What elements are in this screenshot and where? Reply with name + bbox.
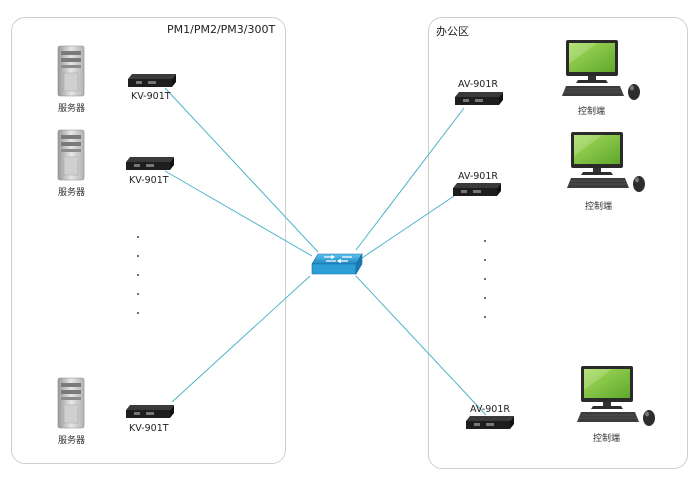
link-tx2-switch: [164, 170, 313, 257]
ellipsis-dot: [484, 316, 486, 318]
ellipsis-dot: [137, 255, 139, 257]
ellipsis-dot: [137, 274, 139, 276]
ellipsis-dot: [137, 293, 139, 295]
receiver-label: AV-901R: [458, 171, 498, 182]
transmitter-label: KV-901T: [131, 91, 171, 102]
ellipsis-dot: [484, 240, 486, 242]
link-tx3-switch: [171, 275, 311, 403]
workstation-icon: [567, 132, 645, 192]
link-tx1-switch: [164, 87, 319, 253]
kvm-extender-icon: [128, 74, 176, 87]
link-switch-rx2: [361, 195, 455, 259]
right-zone-title: 办公区: [436, 25, 469, 38]
left-zone-title: PM1/PM2/PM3/300T: [167, 23, 276, 36]
server-label: 服务器: [58, 104, 86, 114]
workstation-icon: [577, 366, 655, 426]
receiver-label: AV-901R: [470, 404, 510, 415]
ellipsis-dot: [137, 236, 139, 238]
kvm-extender-icon: [455, 92, 503, 105]
kvm-extender-icon: [466, 416, 514, 429]
ellipsis-dot: [484, 278, 486, 280]
link-switch-rx1: [355, 107, 465, 251]
kvm-extender-icon: [126, 157, 174, 170]
ellipsis-dot: [137, 312, 139, 314]
receiver-label: AV-901R: [458, 79, 498, 90]
link-switch-rx3: [355, 275, 487, 416]
server-tower-icon: [57, 129, 85, 181]
ellipsis-dot: [484, 259, 486, 261]
kvm-extender-icon: [126, 405, 174, 418]
console-label: 控制端: [578, 107, 606, 117]
network-switch-icon: [311, 252, 363, 276]
left-zone: [11, 17, 286, 464]
ellipsis-dot: [484, 297, 486, 299]
transmitter-label: KV-901T: [129, 175, 169, 186]
link-lines: [164, 87, 487, 416]
server-label: 服务器: [58, 188, 86, 198]
server-label: 服务器: [58, 436, 86, 446]
server-tower-icon: [57, 377, 85, 429]
server-tower-icon: [57, 45, 85, 97]
transmitter-label: KV-901T: [129, 423, 169, 434]
console-label: 控制端: [593, 434, 621, 444]
workstation-icon: [562, 40, 640, 100]
kvm-extender-icon: [453, 183, 501, 196]
console-label: 控制端: [585, 202, 613, 212]
